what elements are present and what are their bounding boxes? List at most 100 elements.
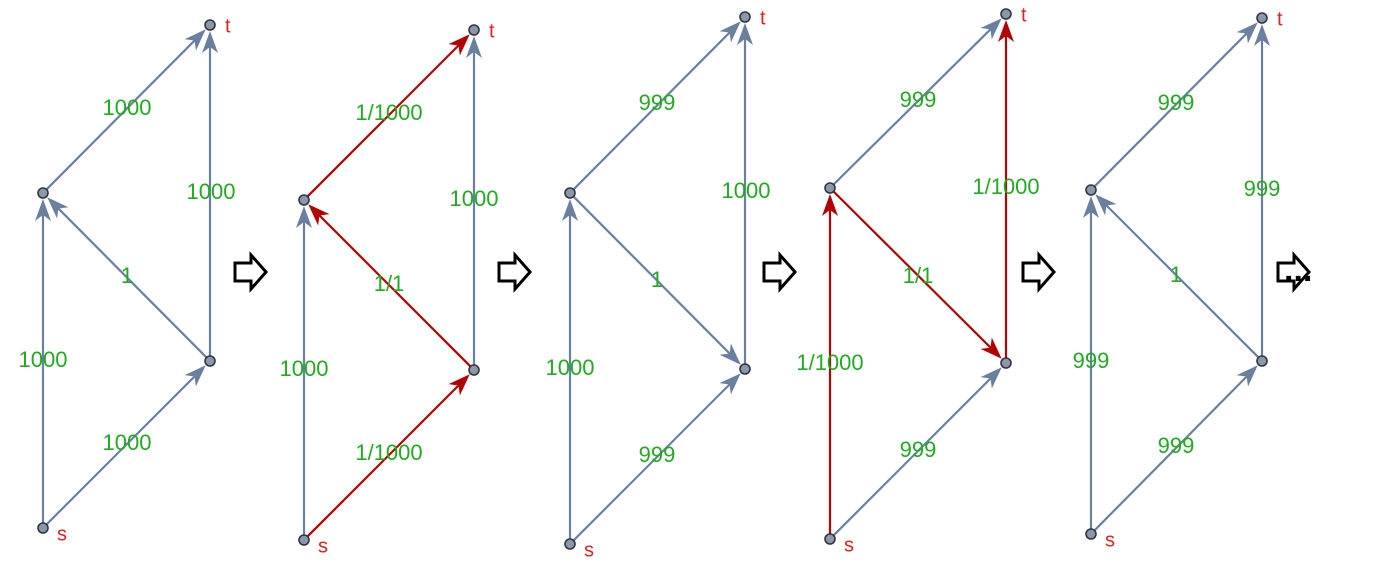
sink-label: t [489, 20, 495, 42]
edge-line [572, 30, 732, 191]
edge-label: 999 [1244, 176, 1281, 201]
sink-label: t [1021, 4, 1027, 26]
edge-label: 1000 [187, 179, 236, 204]
edge-a-b [832, 190, 1002, 359]
edge-label: 1/1000 [972, 174, 1039, 199]
edge-line [306, 383, 461, 538]
edge-a-b [572, 195, 741, 365]
step-arrow-icon [1021, 251, 1057, 293]
node-t [1256, 12, 1268, 24]
node-s [298, 534, 310, 546]
edge-s-b [1093, 365, 1258, 532]
edge-a-t [572, 21, 741, 191]
arrowhead [998, 20, 1014, 42]
arrowhead [466, 36, 482, 58]
arrowhead [1083, 196, 1099, 218]
edge-label: 999 [639, 442, 676, 467]
graphs-layer: 1000 1000 1000 1000 1 s t 1000 1/1000 1/1000 1000 1… [19, 4, 1283, 561]
edge-line [832, 27, 993, 186]
edge-b-t [737, 23, 753, 364]
node-b [468, 364, 480, 376]
source-label: s [1105, 529, 1115, 551]
source-label: s [844, 534, 854, 556]
edge-line [1093, 374, 1249, 532]
arrowhead [980, 18, 1002, 40]
edge-line [306, 43, 461, 198]
edge-s-b [45, 365, 206, 526]
arrowhead [719, 21, 741, 43]
edge-label: 1/1000 [796, 350, 863, 375]
step-arrow-icon [233, 251, 269, 293]
arrowhead [1254, 24, 1270, 46]
edge-b-t [466, 36, 482, 365]
node-t [1000, 8, 1012, 20]
arrowhead [448, 374, 470, 396]
edge-a-t [45, 29, 206, 191]
edge-label: 1/1 [374, 271, 405, 296]
edge-s-a [296, 206, 312, 535]
edge-line [1093, 31, 1249, 188]
edge-s-b [572, 373, 741, 542]
node-t [739, 11, 751, 23]
edge-label: 1000 [450, 186, 499, 211]
node-a [564, 187, 576, 199]
edge-a-t [1093, 22, 1258, 188]
node-s [37, 522, 49, 534]
edge-label: 1/1000 [355, 100, 422, 125]
edge-label: 1 [121, 263, 133, 288]
edge-label: 1000 [19, 347, 68, 372]
edge-b-a [308, 204, 472, 368]
edge-label: 1 [651, 267, 663, 292]
edge-label: 1000 [103, 430, 152, 455]
node-t [204, 19, 216, 31]
edge-s-a [822, 194, 838, 534]
edge-s-b [306, 374, 470, 538]
arrowhead [184, 365, 206, 387]
node-b [204, 355, 216, 367]
source-label: s [584, 539, 594, 561]
arrowhead [202, 31, 218, 53]
edge-label: 1000 [280, 356, 329, 381]
node-b [1000, 357, 1012, 369]
edge-s-a [35, 199, 51, 523]
continuation-ellipsis: ... [1284, 251, 1312, 289]
arrowhead [448, 34, 470, 56]
node-s [824, 533, 836, 545]
source-label: s [318, 535, 328, 557]
node-a [824, 182, 836, 194]
source-label: s [57, 523, 67, 545]
edge-line [832, 190, 993, 350]
arrowhead [1095, 194, 1117, 216]
node-b [739, 363, 751, 375]
arrowhead [184, 29, 206, 51]
edge-label: 999 [639, 90, 676, 115]
edge-label: 1000 [722, 178, 771, 203]
sink-label: t [1277, 8, 1283, 30]
edge-line [45, 374, 197, 526]
arrowhead [719, 373, 741, 395]
step-arrow-icon [1276, 251, 1312, 293]
arrowhead [1236, 365, 1258, 387]
edge-label: 999 [1158, 433, 1195, 458]
edge-label: 999 [900, 87, 937, 112]
arrowhead [1236, 22, 1258, 44]
node-b [1256, 355, 1268, 367]
edge-line [832, 376, 993, 537]
node-a [1085, 184, 1097, 196]
arrowhead [719, 343, 741, 365]
edge-b-t [998, 20, 1014, 358]
edge-b-t [202, 31, 218, 356]
node-a [298, 194, 310, 206]
arrowhead [35, 199, 51, 221]
node-t [468, 24, 480, 36]
sink-label: t [225, 15, 231, 37]
node-s [564, 538, 576, 550]
step-arrow-icon [762, 251, 798, 293]
node-a [37, 187, 49, 199]
